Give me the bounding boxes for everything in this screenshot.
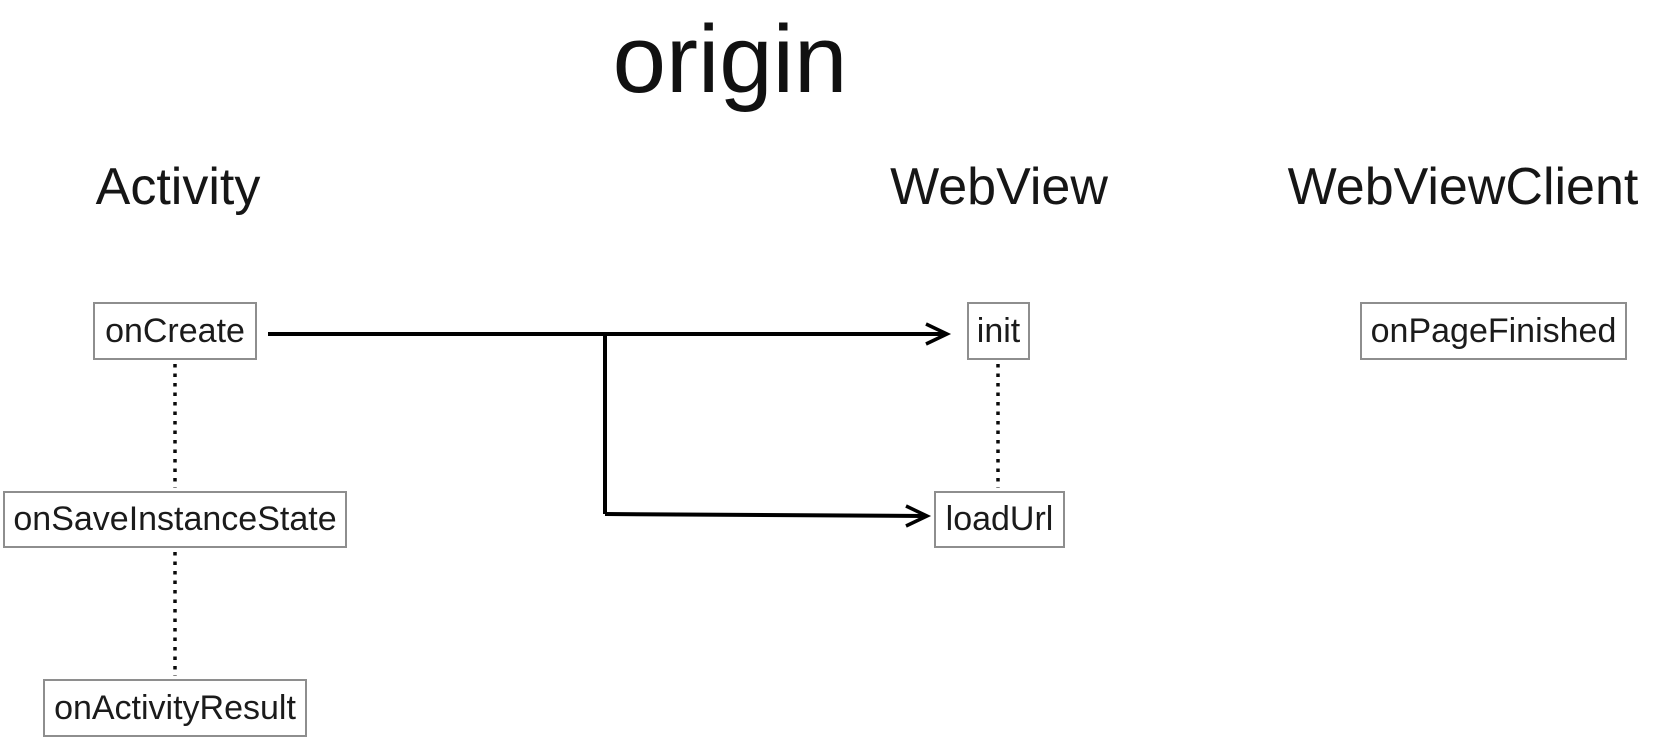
arrow-branch-to-loadurl (604, 512, 925, 518)
column-header-webview: WebView (890, 158, 1108, 216)
node-onactivityresult: onActivityResult (43, 679, 307, 737)
node-loadurl: loadUrl (934, 491, 1065, 548)
arrowhead-loadurl (905, 504, 932, 528)
node-onpagefinished: onPageFinished (1360, 302, 1627, 360)
node-onpagefinished-label: onPageFinished (1370, 311, 1617, 350)
node-onactivityresult-label: onActivityResult (54, 688, 296, 727)
column-header-activity: Activity (95, 158, 261, 216)
node-onsaveinstancestate: onSaveInstanceState (3, 491, 347, 548)
node-oncreate: onCreate (93, 302, 257, 360)
node-loadurl-label: loadUrl (945, 500, 1054, 538)
diagram-title: origin (612, 6, 848, 113)
node-init: init (967, 302, 1030, 360)
column-header-webviewclient: WebViewClient (1287, 158, 1639, 216)
node-init-label: init (976, 311, 1021, 350)
node-oncreate-label: onCreate (105, 311, 245, 350)
node-onsaveinstancestate-label: onSaveInstanceState (13, 500, 337, 538)
arrowhead-init (925, 322, 952, 346)
